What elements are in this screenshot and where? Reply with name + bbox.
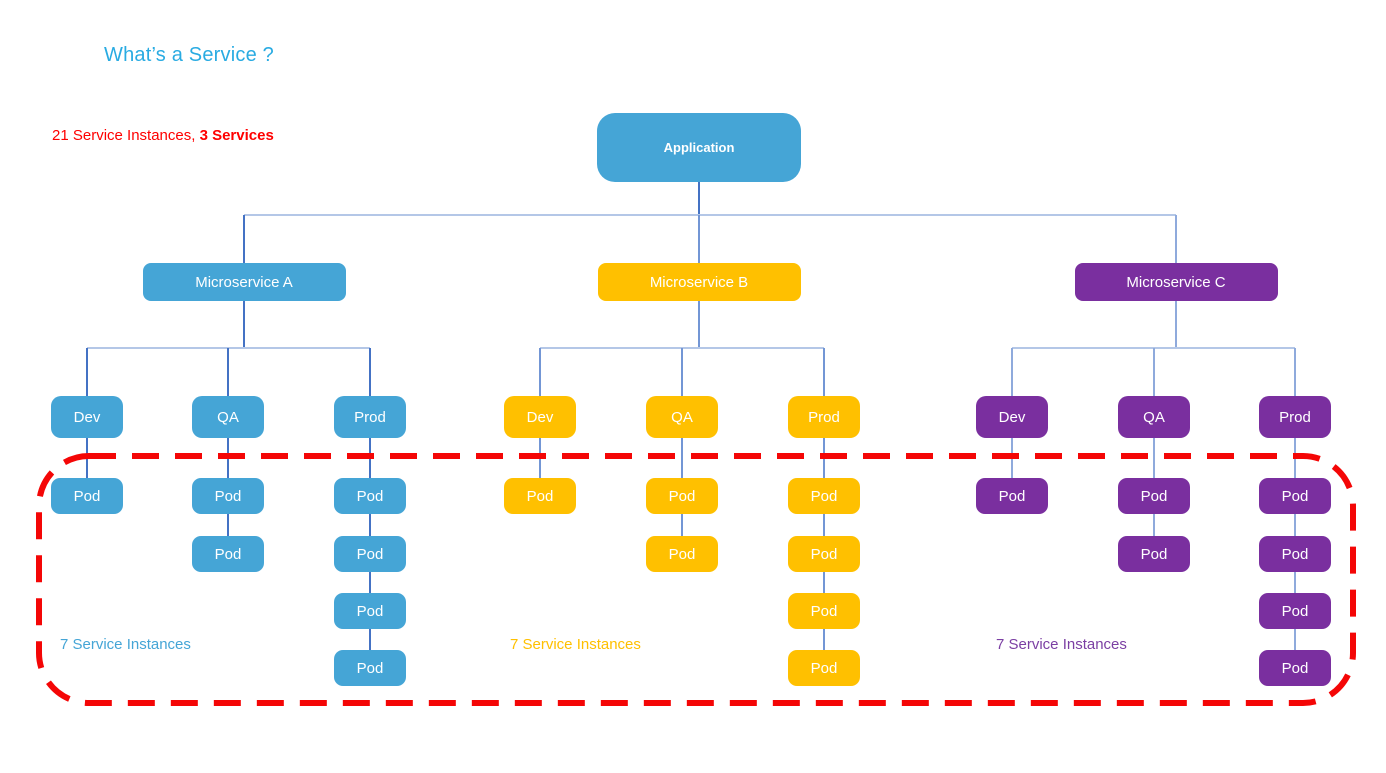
environment-node: QA <box>192 396 264 438</box>
instances-summary-bold: 3 Services <box>199 127 274 144</box>
pod-node: Pod <box>334 478 406 514</box>
application-node: Application <box>597 113 801 182</box>
pod-node: Pod <box>334 650 406 686</box>
pod-node: Pod <box>51 478 123 514</box>
page-title: What’s a Service ? <box>104 44 274 66</box>
pod-node: Pod <box>1259 536 1331 572</box>
environment-node: Dev <box>51 396 123 438</box>
pod-node: Pod <box>1118 478 1190 514</box>
pod-node: Pod <box>788 536 860 572</box>
pod-node: Pod <box>192 536 264 572</box>
pod-node: Pod <box>192 478 264 514</box>
pod-node: Pod <box>504 478 576 514</box>
environment-node: QA <box>646 396 718 438</box>
environment-node: Prod <box>788 396 860 438</box>
microservice-node: Microservice C <box>1074 263 1278 301</box>
pod-node: Pod <box>1118 536 1190 572</box>
pod-node: Pod <box>788 650 860 686</box>
pod-node: Pod <box>334 593 406 629</box>
instances-summary-text: 21 Service Instances, <box>52 127 200 144</box>
microservice-node: Microservice B <box>597 263 801 301</box>
pod-node: Pod <box>1259 593 1331 629</box>
pod-node: Pod <box>334 536 406 572</box>
pod-node: Pod <box>1259 478 1331 514</box>
pod-node: Pod <box>788 478 860 514</box>
service-instances-label: 7 Service Instances <box>510 636 641 653</box>
service-instances-label: 7 Service Instances <box>996 636 1127 653</box>
environment-node: Dev <box>976 396 1048 438</box>
environment-node: Prod <box>1259 396 1331 438</box>
environment-node: Dev <box>504 396 576 438</box>
pod-node: Pod <box>788 593 860 629</box>
pod-node: Pod <box>646 536 718 572</box>
service-instances-label: 7 Service Instances <box>60 636 191 653</box>
dashed-outline-rect <box>36 453 1356 706</box>
environment-node: QA <box>1118 396 1190 438</box>
pod-node: Pod <box>1259 650 1331 686</box>
pod-node: Pod <box>976 478 1048 514</box>
instances-summary: 21 Service Instances, 3 Services <box>52 127 274 144</box>
pod-node: Pod <box>646 478 718 514</box>
environment-node: Prod <box>334 396 406 438</box>
microservice-node: Microservice A <box>142 263 346 301</box>
